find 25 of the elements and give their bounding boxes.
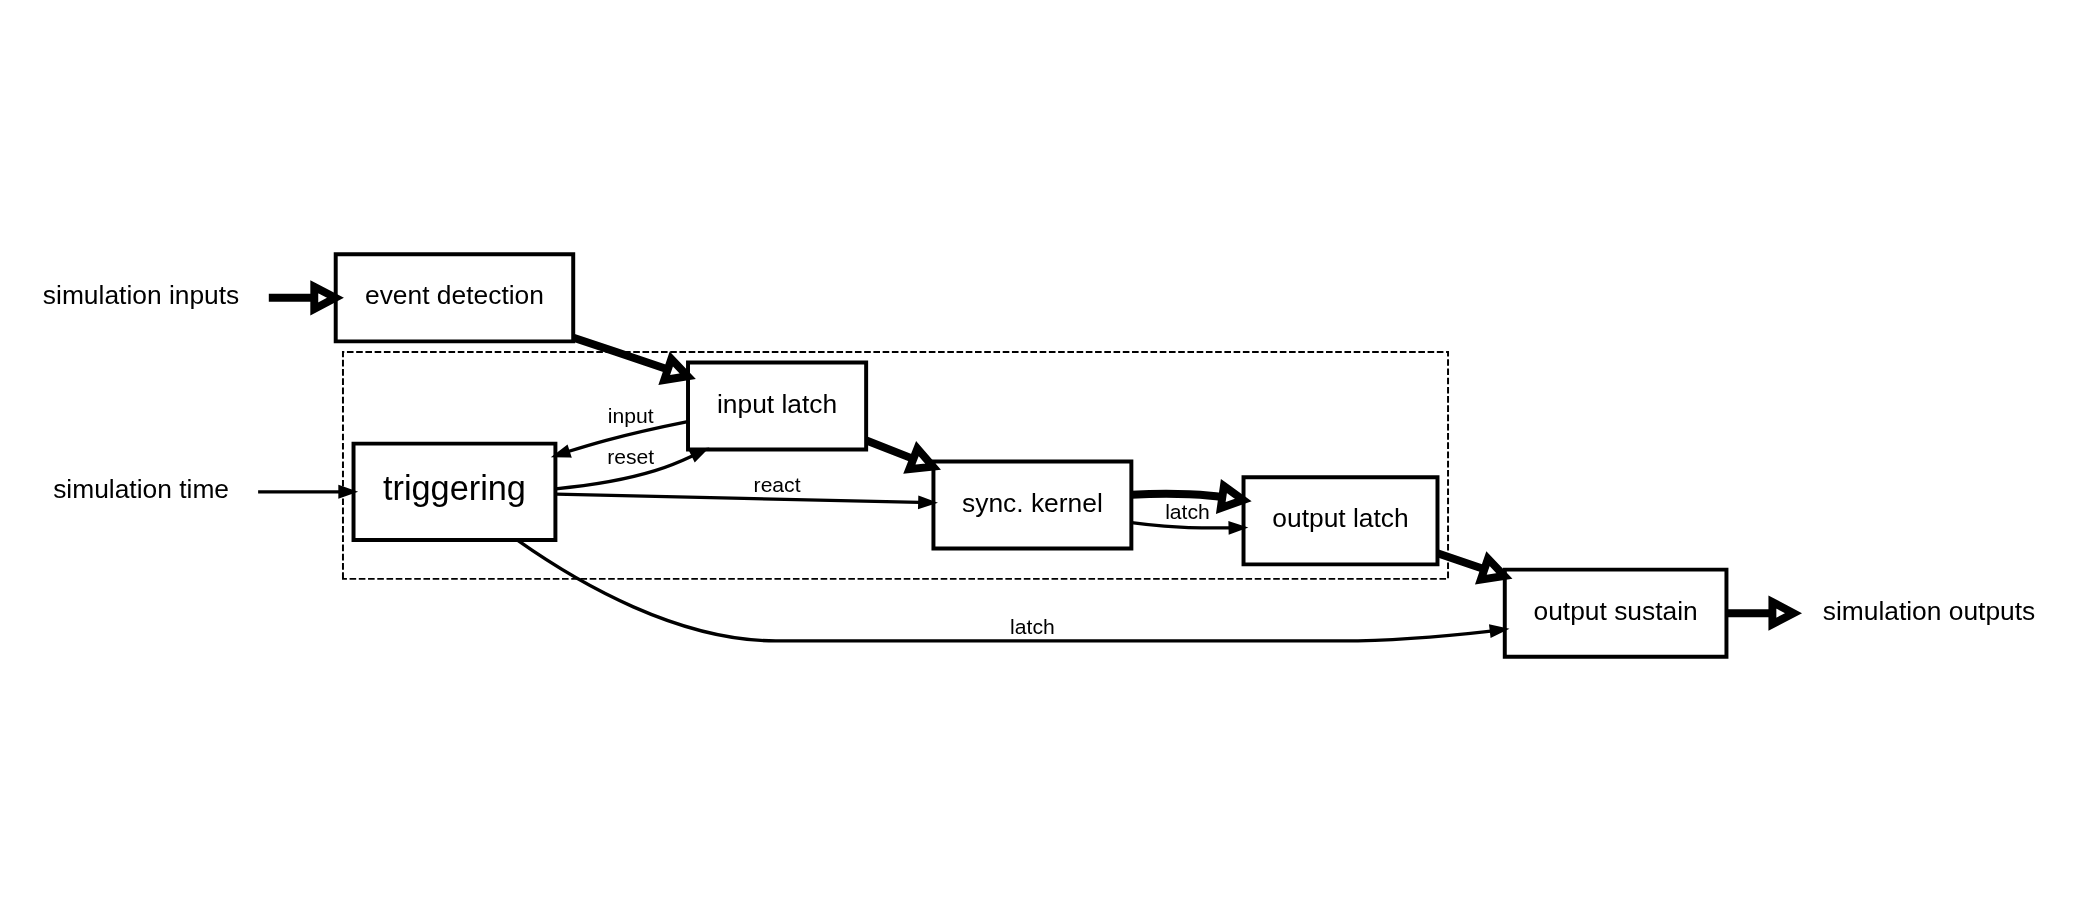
node-box: output sustain xyxy=(1502,567,1729,659)
node-box: output latch xyxy=(1241,475,1440,567)
arrow xyxy=(1131,479,1252,514)
arrow xyxy=(555,492,938,510)
node-box: sync. kernel xyxy=(931,459,1134,551)
arrow xyxy=(550,419,688,458)
arrow xyxy=(258,484,359,499)
arrow xyxy=(516,538,1510,643)
arrow xyxy=(555,447,710,491)
node-text: simulation outputs xyxy=(1822,595,2036,626)
edge-label: latch xyxy=(1165,500,1210,524)
node-box: event detection xyxy=(333,252,576,344)
arrow xyxy=(572,333,696,385)
arrow xyxy=(1131,520,1249,535)
edge-label: react xyxy=(753,472,801,496)
node-text: simulation inputs xyxy=(42,280,240,311)
arrow xyxy=(865,436,941,474)
edge-label: input xyxy=(607,403,654,427)
node-text: simulation time xyxy=(53,474,230,505)
arrow xyxy=(1726,595,1803,631)
edge-label: latch xyxy=(1010,615,1055,639)
edge-label: reset xyxy=(607,444,655,468)
arrow xyxy=(1436,549,1513,585)
node-box: input latch xyxy=(686,360,869,452)
node-box: triggering xyxy=(351,441,558,542)
